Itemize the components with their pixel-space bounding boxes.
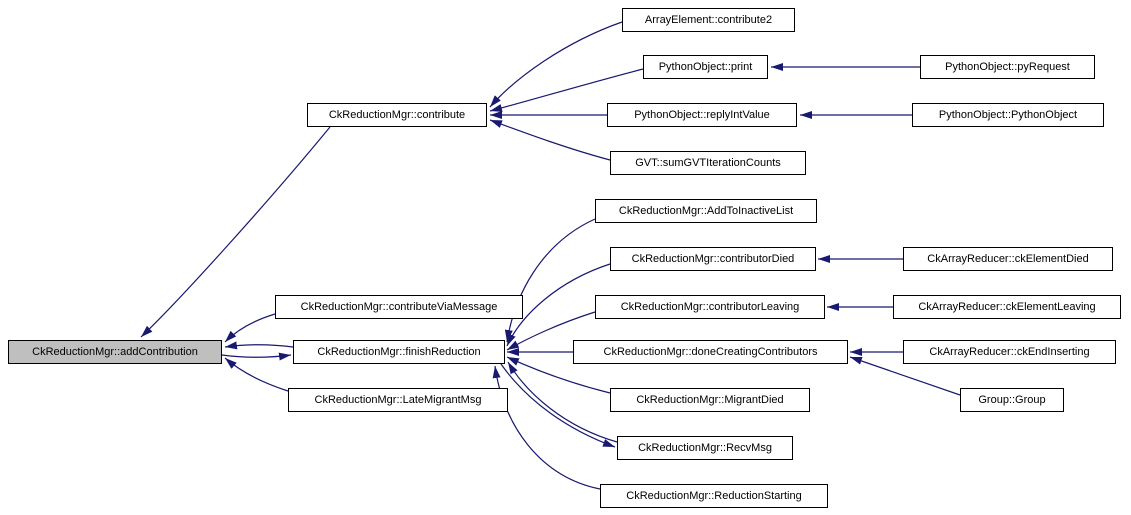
edge-AddToInactiveList-to-finishReduction	[504, 218, 596, 343]
node-sumGVTIterationCounts[interactable]: GVT::sumGVTIterationCounts	[610, 151, 806, 175]
edge-contributeViaMessage-to-addContribution	[224, 313, 276, 343]
edge-addContribution-to-finishReduction	[221, 352, 292, 361]
node-contribute2[interactable]: ArrayElement::contribute2	[622, 8, 795, 32]
node-contributorLeaving[interactable]: CkReductionMgr::contributorLeaving	[595, 295, 825, 319]
node-MigrantDied[interactable]: CkReductionMgr::MigrantDied	[610, 388, 810, 412]
edge-LateMigrantMsg-to-addContribution	[224, 357, 289, 392]
node-AddToInactiveList[interactable]: CkReductionMgr::AddToInactiveList	[595, 199, 817, 223]
node-ckElementLeaving[interactable]: CkArrayReducer::ckElementLeaving	[893, 295, 1121, 319]
node-ckElementDied[interactable]: CkArrayReducer::ckElementDied	[903, 247, 1113, 271]
node-print[interactable]: PythonObject::print	[643, 55, 768, 79]
edge-RecvMsg-to-finishReduction	[507, 361, 618, 443]
node-PythonObject-constructor[interactable]: PythonObject::PythonObject	[912, 103, 1104, 127]
node-contributorDied[interactable]: CkReductionMgr::contributorDied	[610, 247, 816, 271]
edge-sumGVTIterationCounts-to-contribute	[489, 119, 611, 161]
node-ckEndInserting[interactable]: CkArrayReducer::ckEndInserting	[903, 340, 1116, 364]
node-contributeViaMessage[interactable]: CkReductionMgr::contributeViaMessage	[275, 295, 523, 319]
node-finishReduction[interactable]: CkReductionMgr::finishReduction	[293, 340, 505, 364]
edge-contribute2-to-contribute	[489, 21, 623, 108]
node-pyRequest[interactable]: PythonObject::pyRequest	[920, 55, 1095, 79]
edge-ReductionStarting-to-finishReduction	[492, 365, 601, 490]
node-contribute[interactable]: CkReductionMgr::contribute	[307, 103, 487, 127]
node-RecvMsg[interactable]: CkReductionMgr::RecvMsg	[617, 436, 793, 460]
node-doneCreatingContributors[interactable]: CkReductionMgr::doneCreatingContributors	[573, 340, 848, 364]
node-LateMigrantMsg[interactable]: CkReductionMgr::LateMigrantMsg	[288, 388, 508, 412]
edge-finishReduction-to-RecvMsg	[500, 363, 616, 448]
node-replyIntValue[interactable]: PythonObject::replyIntValue	[607, 103, 797, 127]
node-Group-constructor[interactable]: Group::Group	[960, 388, 1064, 412]
node-addContribution: CkReductionMgr::addContribution	[8, 340, 222, 364]
node-ReductionStarting[interactable]: CkReductionMgr::ReductionStarting	[600, 484, 828, 508]
edge-finishReduction-to-addContribution	[224, 341, 294, 350]
